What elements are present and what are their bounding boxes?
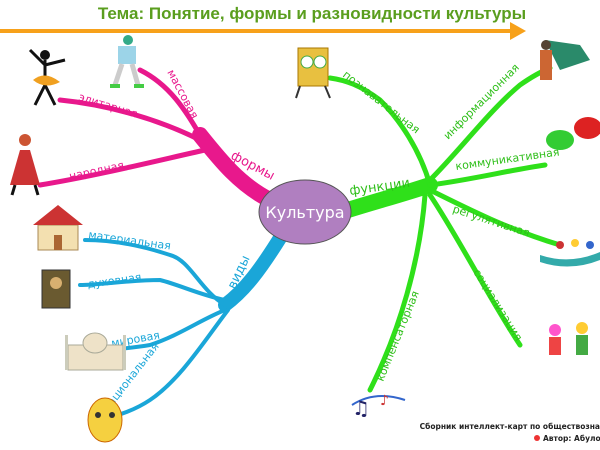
page-title: Тема: Понятие, формы и разновидности кул… xyxy=(98,4,526,23)
footer-collection: Сборник интеллект-карт по обществозна xyxy=(420,422,600,431)
forms-item-folk: народная xyxy=(68,159,125,183)
forms-branch xyxy=(37,67,278,208)
types-item-material: материальная xyxy=(88,228,172,252)
functions-item-cognitive: познавательная xyxy=(340,68,422,136)
functions-item-informational: информационная xyxy=(441,61,522,142)
types-item-spiritual: духовная xyxy=(87,271,143,291)
center-node xyxy=(258,179,352,245)
mona-lisa-illustration xyxy=(41,269,71,309)
title-arrow-head xyxy=(510,22,526,40)
functions-item-compensatory: компенсаторная xyxy=(374,289,422,383)
music-notes-illustration: ♫♪ xyxy=(351,393,406,420)
dragon-boat-illustration xyxy=(540,239,600,267)
taj-mahal-illustration xyxy=(65,332,126,371)
center-label: Культура xyxy=(265,203,344,222)
egyptian-goddess-illustration xyxy=(540,40,590,80)
book-character-illustration xyxy=(295,47,331,99)
footer-author: Автор: Абулова xyxy=(543,434,600,443)
ballerina-illustration xyxy=(28,48,66,106)
copyright-icon xyxy=(534,435,540,441)
functions-item-regulative: регулятивная xyxy=(451,202,531,239)
svg-text:♫: ♫ xyxy=(352,396,370,420)
house-illustration xyxy=(33,205,83,251)
forms-item-elite: элитарная xyxy=(77,90,139,120)
functions-item-communicative: коммуникативная xyxy=(455,146,561,173)
carnival-mask-illustration xyxy=(87,397,123,443)
folk-dancer-illustration xyxy=(10,134,40,196)
hiphop-dancer-illustration xyxy=(110,35,144,88)
svg-text:♪: ♪ xyxy=(380,393,389,409)
functions-item-socialization: социализация xyxy=(470,267,525,344)
speech-bubbles-illustration xyxy=(546,117,600,150)
children-illustration xyxy=(549,322,588,355)
functions-branch xyxy=(327,65,563,393)
